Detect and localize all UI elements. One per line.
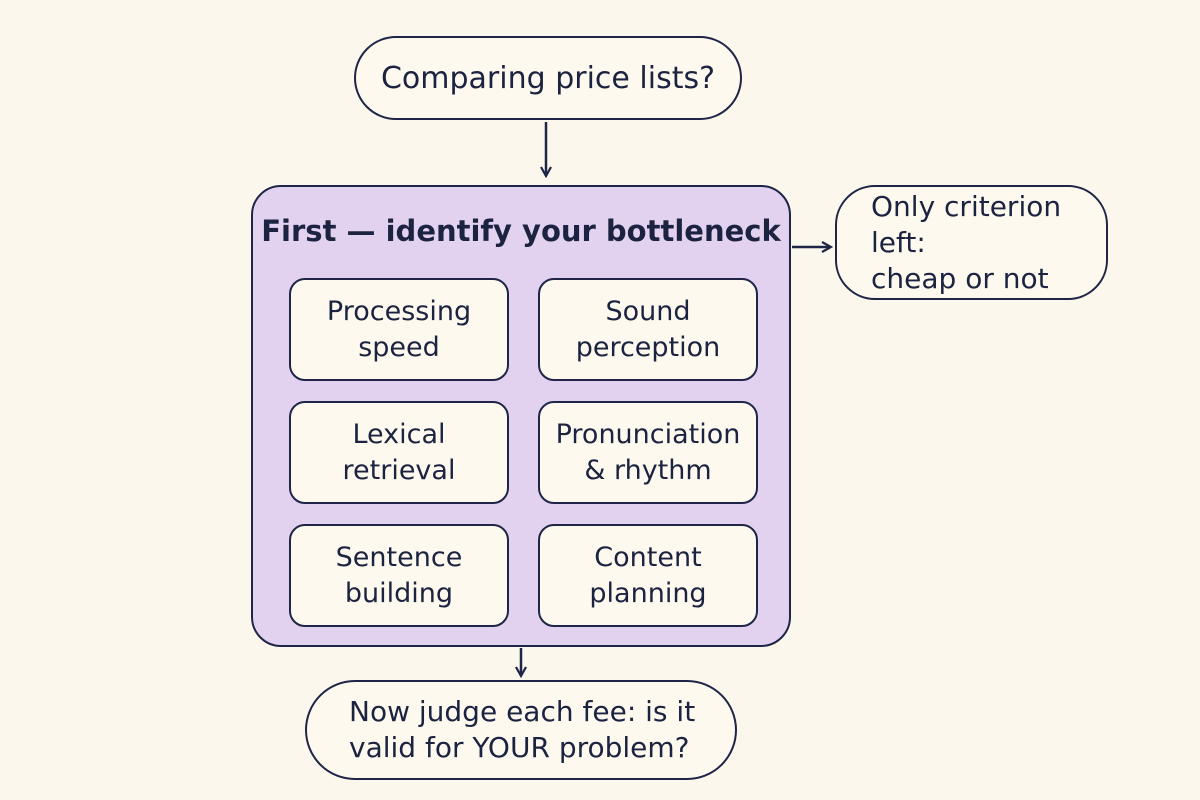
bottleneck-pronunciation-rhythm: Pronunciation & rhythm — [538, 401, 758, 504]
bottleneck-group: First — identify your bottleneck Process… — [251, 185, 791, 647]
outcome-bottom-node: Now judge each fee: is it valid for YOUR… — [305, 680, 737, 780]
outcome-bottom-label: Now judge each fee: is it valid for YOUR… — [349, 695, 696, 764]
bottleneck-sound-perception: Sound perception — [538, 278, 758, 381]
outcome-right-label: Only criterion left: cheap or not — [871, 189, 1062, 295]
bottleneck-lexical-retrieval: Lexical retrieval — [289, 401, 509, 504]
start-node: Comparing price lists? — [354, 36, 742, 120]
outcome-right-node: Only criterion left: cheap or not — [835, 185, 1108, 300]
start-node-label: Comparing price lists? — [380, 60, 716, 96]
bottleneck-processing-speed: Processing speed — [289, 278, 509, 381]
bottleneck-sentence-building: Sentence building — [289, 524, 509, 627]
bottleneck-group-title: First — identify your bottleneck — [261, 214, 781, 248]
bottleneck-content-planning: Content planning — [538, 524, 758, 627]
